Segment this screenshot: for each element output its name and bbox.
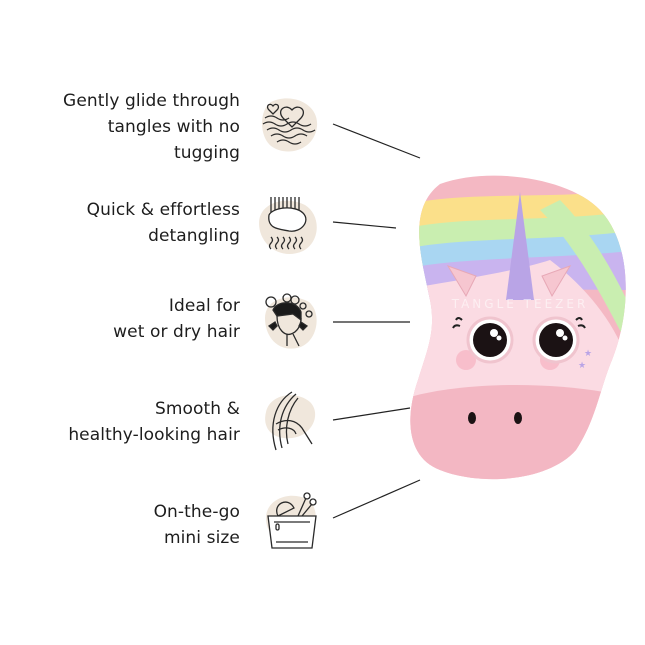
feature-line: Quick & effortless [86, 200, 240, 220]
feature-line: Gently glide through [63, 91, 240, 111]
brand-logo: TANGLE TEEZER [451, 297, 589, 311]
brush-detangle-icon [255, 193, 325, 263]
feature-detangle-text: Quick & effortless detangling [87, 197, 240, 249]
heart-waves-icon [257, 92, 327, 162]
feature-mini-text: On-the-go mini size [154, 499, 240, 551]
hand-hair-icon [256, 388, 326, 458]
girl-shampoo-icon [257, 288, 327, 358]
feature-line: tugging [173, 143, 240, 163]
feature-line: detangling [148, 226, 240, 246]
feature-line: wet or dry hair [113, 322, 240, 342]
feature-line: On-the-go [153, 502, 240, 522]
unicorn-brush-image: TANGLE TEEZER ★ ★ [410, 175, 626, 480]
connector-line [332, 221, 397, 229]
feature-line: Ideal for [168, 296, 240, 316]
svg-text:★: ★ [584, 349, 592, 359]
travel-bag-icon [258, 488, 328, 558]
feature-smooth-text: Smooth & healthy-looking hair [68, 396, 240, 448]
feature-line: tangles with no [107, 117, 240, 137]
connector-line [332, 123, 421, 159]
connector-line [332, 407, 411, 421]
connector-line [332, 479, 421, 519]
feature-line: Smooth & [154, 399, 240, 419]
feature-line: healthy-looking hair [68, 425, 240, 445]
feature-glide-text: Gently glide through tangles with no tug… [63, 88, 240, 166]
feature-line: mini size [163, 528, 240, 548]
horn [506, 192, 534, 300]
feature-wet-dry-text: Ideal for wet or dry hair [113, 293, 240, 345]
svg-text:★: ★ [578, 361, 586, 371]
